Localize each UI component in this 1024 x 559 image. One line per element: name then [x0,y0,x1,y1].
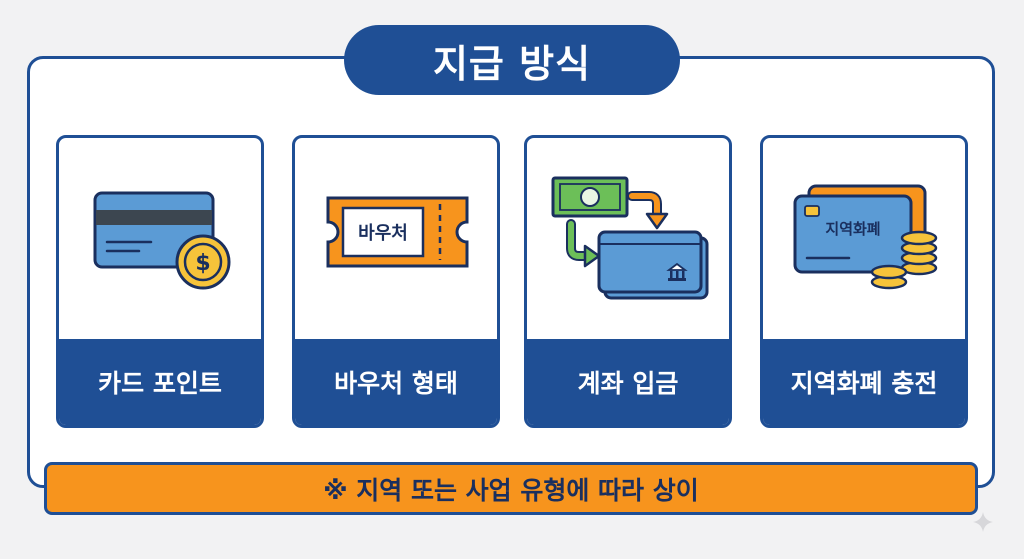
page-title: 지급 방식 [344,25,680,95]
card-points-tile: $ 카드 포인트 [56,135,264,428]
bank-deposit-tile: 계좌 입금 [524,135,732,428]
sparkle-icon [972,511,994,533]
local-currency-card-icon: 지역화폐 [763,138,965,343]
svg-text:$: $ [195,251,210,276]
local-currency-card-text: 지역화폐 [825,220,881,238]
voucher-tile: 바우처 바우처 형태 [292,135,500,428]
local-currency-tile: 지역화폐 지역화폐 충전 [760,135,968,428]
card-points-label: 카드 포인트 [59,339,261,425]
voucher-ticket-icon: 바우처 [295,138,497,343]
notice-bar: ※ 지역 또는 사업 유형에 따라 상이 [44,462,978,515]
voucher-label: 바우처 형태 [295,339,497,425]
credit-card-coin-icon: $ [59,138,261,343]
bank-transfer-icon [527,138,729,343]
bank-deposit-label: 계좌 입금 [527,339,729,425]
voucher-ticket-text: 바우처 [358,223,408,244]
local-currency-label: 지역화폐 충전 [763,339,965,425]
